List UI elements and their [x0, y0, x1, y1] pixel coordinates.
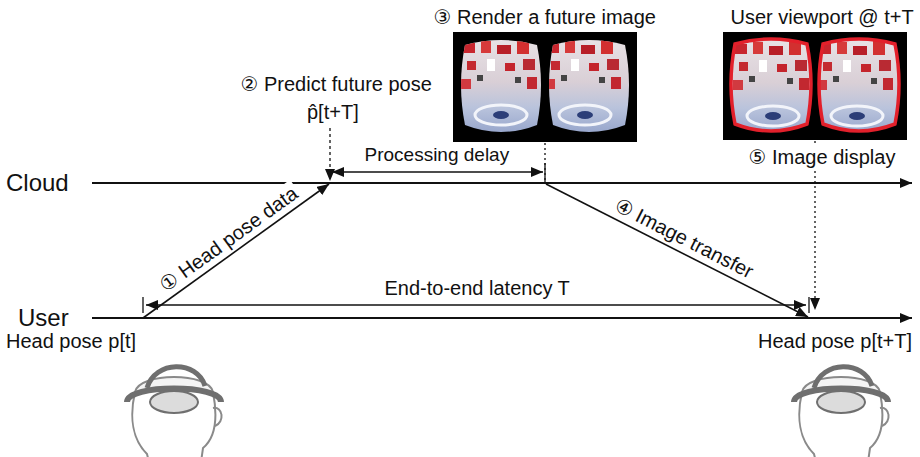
timeline-name: User: [16, 304, 71, 333]
viewport-image: [731, 39, 811, 131]
rendered-image: [541, 35, 629, 139]
arrow-label: ① Head pose data: [152, 180, 303, 298]
step-label: ⑤ Image display: [747, 145, 898, 169]
rendered-image: [457, 35, 545, 139]
cloud-timeline: [92, 182, 912, 184]
downlink-arrow: [546, 184, 808, 317]
user-head: [105, 367, 239, 457]
user-head: [772, 367, 906, 457]
user-timeline: [92, 317, 912, 319]
user-head: [213, 408, 222, 426]
arrow-label: ④ Image transfer: [609, 192, 759, 284]
viewport-image: [723, 32, 907, 140]
render-pointer: [544, 143, 545, 181]
user-head: [814, 367, 872, 388]
rendered-image: [453, 32, 637, 142]
pose-label: Head pose p[t]: [4, 329, 138, 353]
user-head: [147, 367, 205, 388]
viewport-image: [723, 32, 907, 140]
rendered-image: [541, 35, 629, 139]
latency-tick: [808, 297, 809, 313]
viewport-image: [813, 36, 901, 140]
latency-arrow: [146, 304, 806, 305]
viewport-image: [729, 36, 817, 140]
latency-tick: [142, 297, 143, 313]
uplink-arrow: [143, 184, 329, 318]
interval-label: End-to-end latency T: [383, 276, 572, 300]
viewport-image: [813, 36, 901, 140]
interval-label: Processing delay: [363, 144, 512, 167]
pose-label: Head pose p[t+T]: [756, 329, 914, 353]
predict-pointer: [329, 128, 330, 181]
user-head: [132, 392, 215, 457]
user-head: [880, 408, 889, 426]
image-caption: User viewport @ t+T: [729, 5, 916, 29]
user-head: [799, 392, 882, 457]
rendered-image: [457, 35, 545, 139]
viewport-image: [819, 39, 899, 131]
user-head: [817, 391, 865, 413]
math-label: p̂[t+T]: [305, 100, 361, 124]
user-head: [150, 391, 198, 413]
step-label: ③ Render a future image: [432, 5, 659, 29]
timeline-name: Cloud: [4, 169, 71, 198]
step-label: ② Predict future pose: [239, 72, 434, 96]
viewport-image: [729, 36, 817, 140]
rendered-image: [453, 32, 637, 142]
delay-arrow: [332, 171, 543, 172]
